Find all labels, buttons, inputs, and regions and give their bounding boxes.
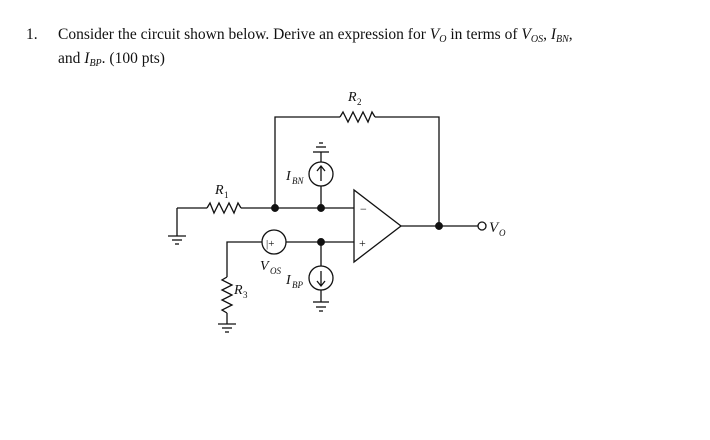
ibp-subscript: BP — [292, 280, 303, 290]
ibn-symbol: IBN — [550, 26, 569, 45]
opamp-plus: + — [359, 236, 366, 250]
r1-subscript: 1 — [224, 190, 229, 200]
node-output — [435, 222, 443, 230]
vos-subscript: OS — [270, 266, 281, 276]
non-inverting-wire-left — [226, 241, 262, 277]
r3-subscript: 3 — [243, 290, 248, 300]
problem-intro: Consider the circuit shown below. Derive… — [58, 26, 426, 43]
r3-ground-symbol — [218, 313, 236, 333]
r3-resistor — [220, 276, 234, 314]
ibp-symbol: IBP — [84, 50, 102, 69]
ibn-label: I — [285, 169, 292, 184]
r1-ground-symbol — [168, 208, 186, 245]
output-subscript: O — [499, 228, 506, 238]
and-text: and — [58, 50, 81, 67]
problem-line-1: Consider the circuit shown below. Derive… — [58, 22, 573, 52]
ibn-subscript: BN — [292, 176, 304, 186]
r1-resistor — [206, 201, 242, 215]
points-text: . (100 pts) — [101, 50, 165, 67]
r2-label: R — [347, 90, 357, 105]
r3-label: R — [233, 283, 243, 298]
output-terminal — [477, 221, 487, 231]
vos-symbol: VOS — [521, 26, 544, 45]
in-terms-of-text: in terms of — [450, 26, 518, 43]
comma-2: , — [568, 26, 573, 43]
problem-line-2: and IBP. (100 pts) — [58, 46, 165, 76]
comma-1: , — [543, 26, 547, 43]
r2-resistor — [339, 110, 376, 124]
r1-label: R — [214, 183, 224, 198]
output-label: V — [489, 220, 500, 236]
vos-polarity: |+ — [266, 238, 274, 250]
vos-label: V — [260, 259, 270, 274]
node-r1-r2 — [271, 204, 279, 212]
ibp-current-source — [308, 242, 334, 312]
feedback-wire — [274, 116, 440, 226]
vo-symbol: VO — [429, 26, 447, 45]
opamp-triangle — [353, 188, 403, 264]
ibp-label: I — [285, 273, 292, 288]
ibn-current-source — [308, 142, 334, 208]
r2-subscript: 2 — [357, 97, 362, 107]
problem-number: 1. — [26, 26, 38, 43]
opamp-minus: − — [360, 202, 367, 216]
